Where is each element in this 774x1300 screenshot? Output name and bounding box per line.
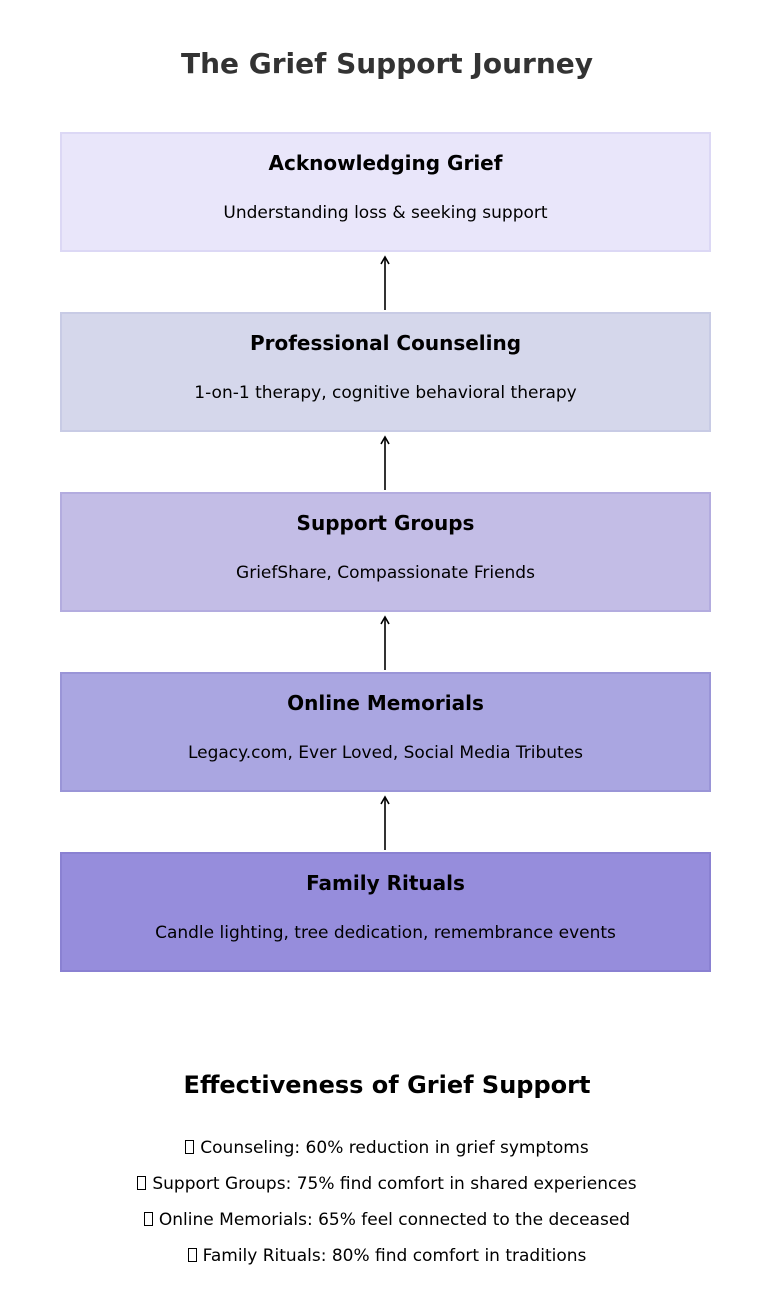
list-item: Counseling: 60% reduction in grief sympt…	[0, 1130, 774, 1166]
list-item: Support Groups: 75% find comfort in shar…	[0, 1166, 774, 1202]
stat-text: Online Memorials: 65% feel connected to …	[158, 1210, 631, 1230]
stage-box-acknowledging-grief: Acknowledging Grief Understanding loss &…	[60, 132, 711, 252]
stage-description: 1-on-1 therapy, cognitive behavioral the…	[194, 383, 577, 403]
stage-box-family-rituals: Family Rituals Candle lighting, tree ded…	[60, 852, 711, 972]
arrow-up-icon	[380, 795, 390, 850]
stage-description: Candle lighting, tree dedication, rememb…	[155, 923, 616, 943]
arrow-up-icon	[380, 255, 390, 310]
stage-title: Professional Counseling	[249, 331, 522, 355]
missing-glyph-box-icon	[185, 1140, 195, 1154]
arrow-up-icon	[380, 615, 390, 670]
stage-description: GriefShare, Compassionate Friends	[236, 563, 535, 583]
stage-title: Acknowledging Grief	[268, 151, 503, 175]
effectiveness-list: Counseling: 60% reduction in grief sympt…	[0, 1130, 774, 1274]
effectiveness-title: Effectiveness of Grief Support	[183, 1071, 591, 1099]
stage-title: Online Memorials	[287, 691, 484, 715]
stage-title: Support Groups	[296, 511, 475, 535]
page-title: The Grief Support Journey	[180, 47, 593, 80]
stage-description: Understanding loss & seeking support	[223, 203, 548, 223]
stage-title: Family Rituals	[306, 871, 465, 895]
stat-text: Family Rituals: 80% find comfort in trad…	[202, 1246, 587, 1266]
arrow-up-icon	[380, 435, 390, 490]
missing-glyph-box-icon	[187, 1248, 197, 1262]
list-item: Family Rituals: 80% find comfort in trad…	[0, 1238, 774, 1274]
stage-box-support-groups: Support Groups GriefShare, Compassionate…	[60, 492, 711, 612]
stage-description: Legacy.com, Ever Loved, Social Media Tri…	[187, 743, 584, 763]
list-item: Online Memorials: 65% feel connected to …	[0, 1202, 774, 1238]
stat-text: Support Groups: 75% find comfort in shar…	[152, 1174, 637, 1194]
stage-box-professional-counseling: Professional Counseling 1-on-1 therapy, …	[60, 312, 711, 432]
missing-glyph-box-icon	[143, 1212, 153, 1226]
stage-box-online-memorials: Online Memorials Legacy.com, Ever Loved,…	[60, 672, 711, 792]
missing-glyph-box-icon	[137, 1176, 147, 1190]
stat-text: Counseling: 60% reduction in grief sympt…	[200, 1138, 589, 1158]
